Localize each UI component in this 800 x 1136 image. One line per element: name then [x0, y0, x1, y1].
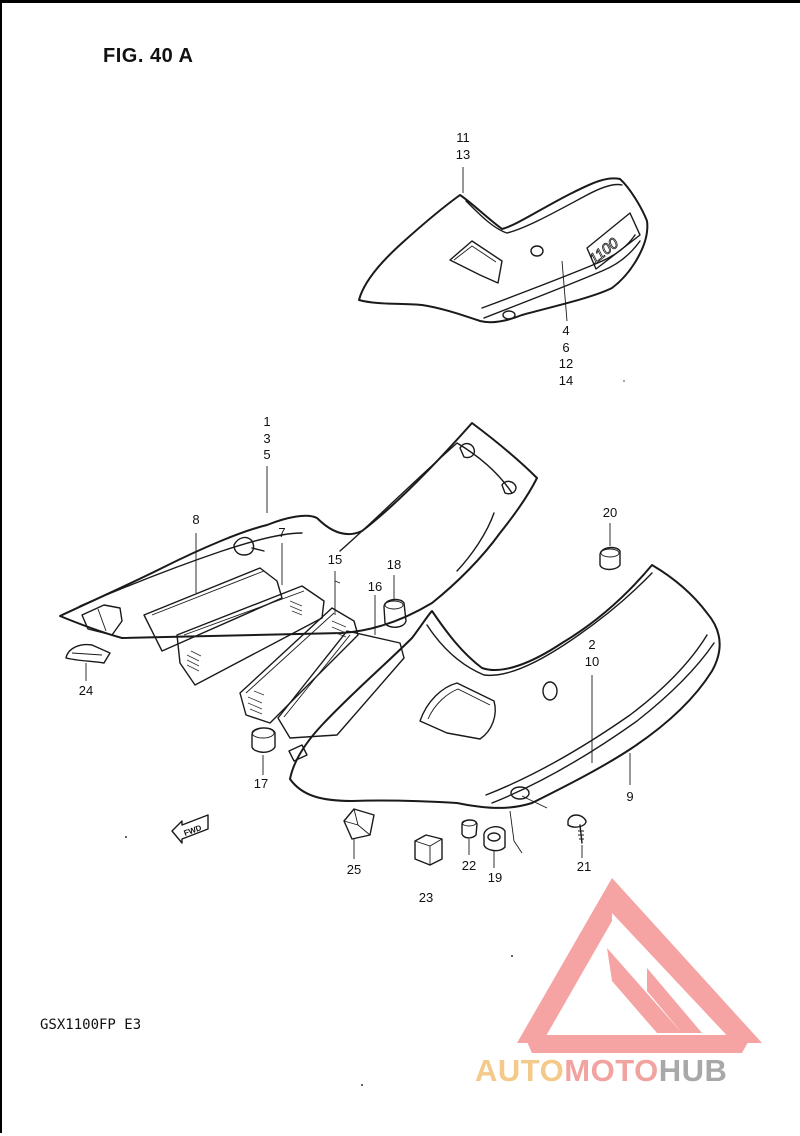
cushion-25 — [343, 808, 375, 840]
automotohub-logo-mark — [517, 878, 762, 1053]
cover-panel-8 — [143, 567, 283, 652]
cover-panel-16 — [277, 630, 405, 739]
cushion-23 — [414, 834, 443, 866]
callout-16: 16 — [367, 579, 383, 594]
callout-21: 21 — [576, 859, 592, 874]
callout-18: 18 — [386, 557, 402, 572]
figure-title: FIG. 40 A — [103, 45, 194, 67]
screw-21 — [567, 814, 587, 844]
callout-7: 7 — [278, 525, 286, 540]
exploded-parts-drawing: 1100 — [59, 167, 721, 1086]
callout-15: 15 — [327, 552, 343, 567]
fwd-direction-arrow — [171, 814, 209, 844]
automotohub-logo-text: AUTOMOTOHUB — [475, 1053, 728, 1088]
right-frame-cover — [288, 564, 721, 809]
callout-17: 17 — [253, 776, 269, 791]
callout-9: 9 — [626, 789, 634, 804]
callout-20: 20 — [602, 505, 618, 520]
callout-22: 22 — [461, 858, 477, 873]
grommet-20 — [599, 546, 621, 571]
callout-8: 8 — [192, 512, 200, 527]
callout-23: 23 — [418, 890, 434, 905]
grommet-18 — [383, 598, 407, 628]
callout-19: 19 — [487, 870, 503, 885]
callout-25: 25 — [346, 862, 362, 877]
model-code-label: GSX1100FP E3 — [40, 1017, 142, 1033]
fwd-arrow-label: FWD — [183, 823, 203, 838]
nut-22 — [461, 819, 478, 839]
leader-19-bracket — [509, 810, 523, 854]
grommet-19 — [483, 826, 506, 852]
grommet-17 — [251, 727, 276, 753]
clip-24 — [65, 643, 111, 664]
left-frame-cover — [59, 422, 538, 639]
leader-hole-bolt — [521, 795, 548, 809]
upper-frame-cover — [358, 177, 649, 324]
leader-4-6-12-14 — [561, 260, 568, 322]
cover-panel-15 — [239, 607, 359, 724]
callout-24: 24 — [78, 683, 94, 698]
